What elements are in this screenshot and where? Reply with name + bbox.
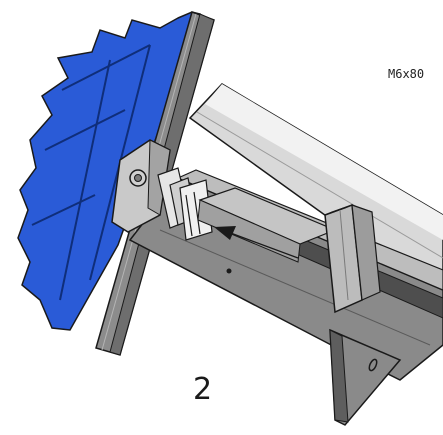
support-leg-edge <box>329 329 349 423</box>
washer-stack <box>157 167 213 241</box>
solar-panel <box>17 11 201 331</box>
rail-hole <box>226 268 232 274</box>
slide-direction-arrow <box>214 226 299 259</box>
fastener-callout: M6x80 <box>388 67 425 81</box>
diagonal-tube-highlight <box>205 84 443 240</box>
step-number: 2 <box>193 372 213 407</box>
leg-slot <box>368 358 378 372</box>
